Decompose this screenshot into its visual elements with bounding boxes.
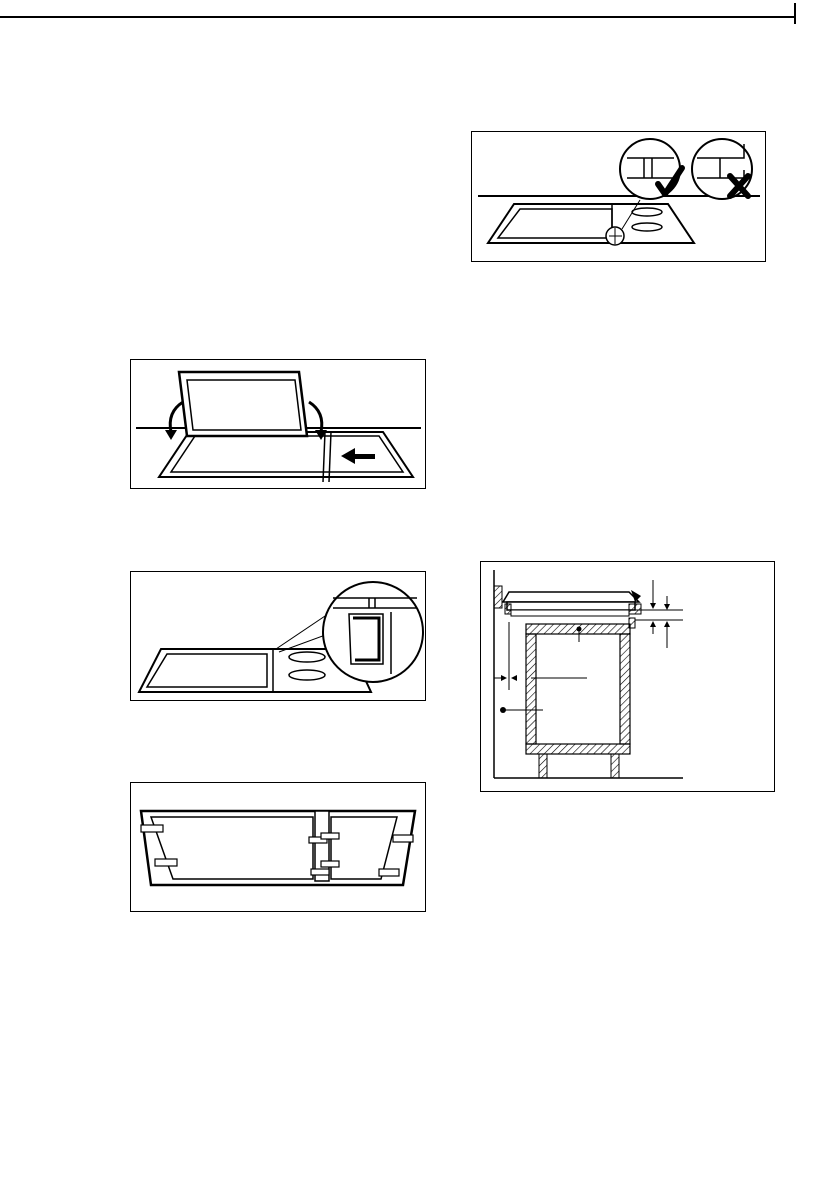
figure-cabinet-section [480,561,775,792]
figure-alignment-check [471,131,766,262]
figure-fold-together [130,359,426,489]
header-rule [0,0,839,24]
figure-join-detail [130,571,426,701]
figure-bottom-brackets [130,782,426,912]
